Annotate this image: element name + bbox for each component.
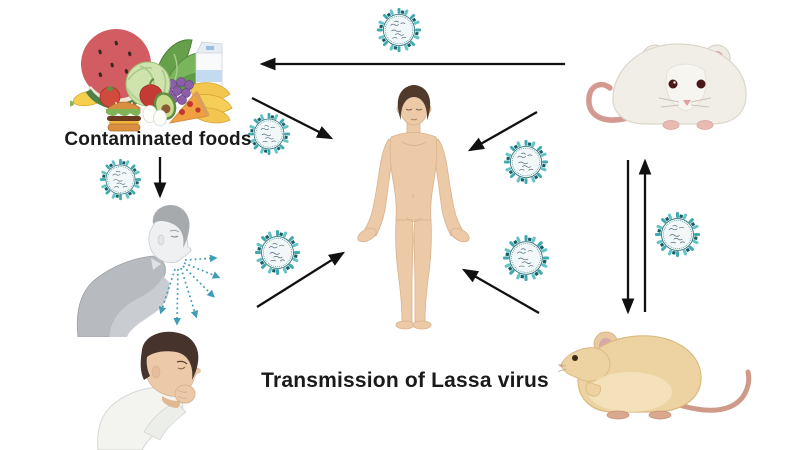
contaminated-foods-illustration: [70, 29, 233, 132]
human-right-arm: [433, 138, 463, 237]
lassa-virus-icon: [376, 7, 422, 53]
cougher-fingers: [177, 389, 188, 399]
sneezer-brow: [169, 229, 180, 233]
brown-rat-illustration: [558, 331, 752, 420]
sneezing-person-illustration: [76, 204, 221, 337]
sneeze-spray: [158, 254, 221, 326]
cougher-fist: [174, 384, 196, 404]
human-left-hand: [357, 227, 377, 243]
human-mouth: [410, 118, 418, 121]
white-rat-muzzle: [665, 63, 707, 112]
sneezer-ear: [157, 234, 165, 246]
human-eye-right: [415, 108, 423, 111]
human-left-arm: [364, 138, 394, 237]
human-eye-left: [405, 108, 413, 111]
brown-rat-belly: [588, 372, 672, 412]
lassa-virus-icon: [502, 234, 550, 282]
cougher-ear: [151, 365, 161, 379]
white-rat-eye-highlight: [673, 81, 676, 84]
sneezer-hair: [152, 204, 190, 248]
milk-carton: [195, 41, 223, 88]
pizza-slice: [168, 91, 210, 124]
cougher-arm: [143, 401, 187, 441]
human-figure-illustration: [357, 85, 470, 330]
human-left-leg: [395, 219, 414, 323]
tomato: [99, 86, 121, 108]
brown-rat-head: [561, 347, 611, 382]
white-rat-right-paw: [696, 120, 714, 130]
white-rat-left-paw: [662, 120, 680, 130]
sneezer-collar: [151, 258, 161, 270]
brown-rat-front-paw: [585, 381, 601, 397]
human-hip-line: [406, 217, 422, 222]
white-rat-whiskers: [658, 97, 712, 108]
brown-rat-eye: [572, 355, 578, 361]
cougher-brow: [176, 360, 188, 365]
brown-rat-front-foot: [606, 410, 630, 420]
lassa-virus-icon: [654, 211, 701, 258]
white-rat-illustration: [586, 43, 747, 130]
cougher-neck: [162, 396, 182, 408]
cougher-hair-side: [140, 350, 150, 380]
coughing-person-illustration: [97, 331, 201, 450]
lassa-virus-icon: [503, 139, 549, 185]
human-torso: [389, 132, 438, 221]
sneezer-shirt-front: [109, 276, 170, 337]
cougher-hair: [142, 331, 199, 380]
human-right-foot: [412, 320, 432, 330]
brown-rat-whiskers: [558, 364, 568, 372]
white-rat-nose: [683, 100, 691, 106]
human-clavicle-line: [401, 141, 427, 146]
human-right-leg: [413, 219, 432, 323]
brown-rat-tail: [673, 369, 752, 413]
human-hair: [397, 85, 431, 120]
contaminated-foods-label: Contaminated foods: [64, 129, 252, 150]
sneezer-eye-closed: [170, 235, 179, 238]
burger: [106, 100, 141, 132]
brown-rat-hind-foot: [648, 410, 672, 420]
diagram-title: Transmission of Lassa virus: [261, 369, 549, 392]
white-rat-right-eye: [696, 79, 706, 89]
lassa-virus-icon: [254, 229, 301, 276]
eggs: [142, 105, 167, 127]
white-rat-tail: [586, 81, 641, 123]
human-right-hand: [450, 227, 470, 243]
lassa-virus-icon: [99, 158, 142, 201]
white-rat-left-eye: [668, 79, 678, 89]
human-left-foot: [395, 320, 415, 330]
cougher-eye-closed: [177, 366, 186, 370]
